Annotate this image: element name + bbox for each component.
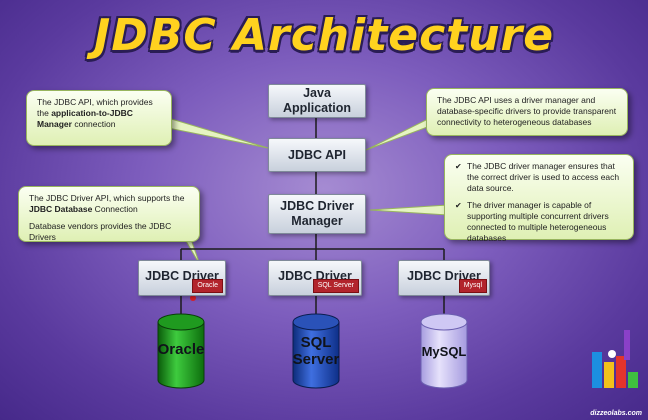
driver-api-note-post: Connection bbox=[92, 204, 138, 214]
java-application-label: Java Application bbox=[282, 86, 352, 115]
java-application-box: Java Application bbox=[268, 84, 366, 118]
logo-text: dizzeolabs.com bbox=[590, 410, 642, 417]
jdbc-api-label: JDBC API bbox=[288, 147, 346, 162]
api-right-callout-pointer bbox=[365, 117, 431, 151]
jdbc-driver-sqlserver-box: JDBC Driver SQL Server bbox=[268, 260, 362, 296]
jdbc-driver-oracle-box: JDBC Driver Oracle bbox=[138, 260, 226, 296]
driver-manager-note-item: The driver manager is capable of support… bbox=[455, 200, 623, 244]
sqlserver-database-icon bbox=[292, 313, 340, 389]
driver-api-note-second: Database vendors provides the JDBC Drive… bbox=[29, 221, 172, 242]
driver-manager-label: JDBC Driver Manager bbox=[280, 199, 354, 228]
api-left-note-pre: The JDBC API, which provides the bbox=[37, 97, 153, 118]
sqlserver-tag: SQL Server bbox=[312, 279, 359, 293]
mysql-tag: Mysql bbox=[458, 279, 487, 293]
api-right-note-text: The JDBC API uses a driver manager and d… bbox=[437, 95, 617, 127]
oracle-tag: Oracle bbox=[192, 279, 223, 293]
api-left-note-post: connection bbox=[71, 119, 116, 129]
driver-manager-note-item: The JDBC driver manager ensures that the… bbox=[455, 161, 623, 194]
oracle-database-icon bbox=[157, 313, 205, 389]
driver-manager-box: JDBC Driver Manager bbox=[268, 194, 366, 234]
oracle-db-label: Oracle bbox=[157, 341, 205, 358]
api-left-note: The JDBC API, which provides the applica… bbox=[26, 90, 172, 146]
api-right-note: The JDBC API uses a driver manager and d… bbox=[426, 88, 628, 136]
mysql-db-label: MySQL bbox=[421, 344, 467, 359]
red-dot bbox=[190, 295, 196, 301]
driver-api-note: The JDBC Driver API, which supports the … bbox=[18, 186, 200, 242]
page-title: JDBC Architecture bbox=[93, 10, 555, 61]
jdbc-driver-mysql-box: JDBC Driver Mysql bbox=[398, 260, 490, 296]
mysql-database-icon bbox=[420, 313, 468, 389]
api-left-note-bold: application-to-JDBC Manager bbox=[37, 108, 133, 129]
driver-api-note-pre: The JDBC Driver API, which supports the bbox=[29, 193, 185, 203]
driver-manager-note: The JDBC driver manager ensures that the… bbox=[444, 154, 634, 243]
api-left-callout-pointer bbox=[167, 117, 269, 149]
manager-callout-pointer bbox=[369, 204, 449, 216]
driver-api-note-bold: JDBC Database bbox=[29, 204, 93, 214]
sqlserver-db-label: SQL Server bbox=[292, 334, 340, 368]
jdbc-api-box: JDBC API bbox=[268, 138, 366, 172]
site-logo-icon bbox=[592, 330, 638, 388]
